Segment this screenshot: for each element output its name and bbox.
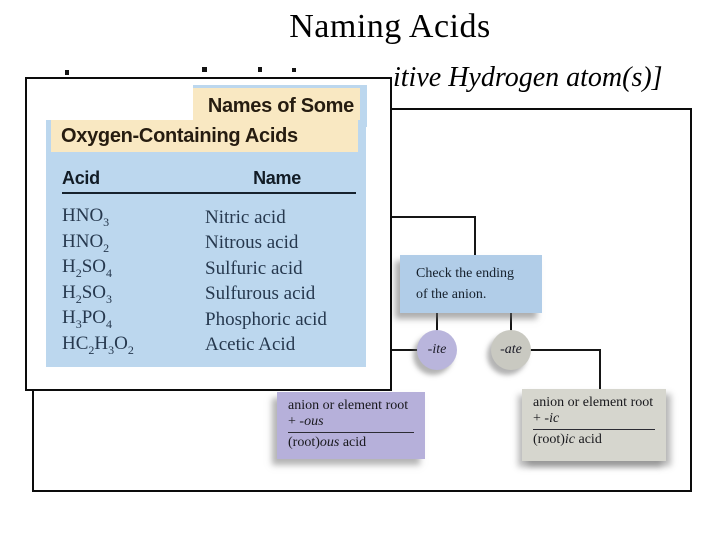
table-row: H2SO4 Sulfuric acid xyxy=(62,256,362,282)
acid-name: Acetic Acid xyxy=(205,334,296,356)
plus-sign: + xyxy=(288,414,300,429)
table-row: HNO3 Nitric acid xyxy=(62,205,362,231)
ous-result-suffix: acid xyxy=(339,435,367,450)
ous-root-line: anion or element root xyxy=(288,398,409,413)
ic-suffix: -ic xyxy=(544,411,560,426)
acid-formula: H2SO4 xyxy=(62,256,113,281)
check-ending-box: Check the ending of the anion. xyxy=(400,255,542,313)
column-header-acid: Acid xyxy=(62,168,100,188)
ous-plus-line: + -ous xyxy=(288,414,425,430)
table-row: HC2H3O2 Acetic Acid xyxy=(62,333,362,359)
ous-suffix: -ous xyxy=(299,414,324,429)
acid-formula: H2SO3 xyxy=(62,281,113,306)
acid-formula: HNO2 xyxy=(62,230,110,255)
acid-formula: HC2H3O2 xyxy=(62,332,134,357)
table-blue-panel xyxy=(46,120,366,367)
connector-ite-stub xyxy=(436,313,438,331)
ate-circle: -ate xyxy=(491,330,531,370)
table-row: H3PO4 Phosphoric acid xyxy=(62,307,362,333)
ic-result-italic: ic xyxy=(564,432,575,447)
slide-title: Naming Acids xyxy=(289,8,491,45)
plus-sign: + xyxy=(533,411,545,426)
check-ending-line1: Check the ending xyxy=(416,266,514,281)
table-title-top: Names of Some xyxy=(193,88,360,122)
acid-name: Sulfurous acid xyxy=(205,283,316,305)
acid-name: Phosphoric acid xyxy=(205,308,327,330)
text-fragment-mark xyxy=(258,67,262,72)
table-title-main: Oxygen-Containing Acids xyxy=(51,120,358,152)
ous-rule-box: anion or element root + -ous (root)ous a… xyxy=(277,392,425,459)
connector-ate-down xyxy=(599,349,601,390)
ic-rule-box: anion or element root + -ic (root)ic aci… xyxy=(522,389,666,461)
check-ending-line2: of the anion. xyxy=(416,287,487,302)
ic-result-line: (root)ic acid xyxy=(533,432,666,448)
ic-result-prefix: (root) xyxy=(533,432,565,447)
connector-ite-left xyxy=(391,349,419,351)
acid-table-figure: Names of Some Oxygen-Containing Acids Ac… xyxy=(25,77,392,391)
ic-root-line: anion or element root xyxy=(533,395,654,410)
text-fragment-mark xyxy=(292,68,296,72)
acid-name: Nitrous acid xyxy=(205,232,299,254)
table-row: H2SO3 Sulfurous acid xyxy=(62,282,362,308)
connector-top-horizontal xyxy=(391,216,476,218)
acid-name: Sulfuric acid xyxy=(205,257,303,279)
ous-result-italic: ous xyxy=(319,435,340,450)
connector-top-vertical xyxy=(474,216,476,256)
connector-ate-stub xyxy=(510,313,512,331)
connector-ate-right xyxy=(530,349,601,351)
ite-circle: -ite xyxy=(417,330,457,370)
ic-result-suffix: acid xyxy=(575,432,602,447)
text-fragment-mark xyxy=(202,67,207,72)
ous-result-prefix: (root) xyxy=(288,435,320,450)
ic-divider xyxy=(533,429,655,430)
ous-result-line: (root)ous acid xyxy=(288,435,425,451)
acid-formula: HNO3 xyxy=(62,205,110,230)
ic-plus-line: + -ic xyxy=(533,411,666,427)
column-header-name: Name xyxy=(253,168,301,188)
text-fragment-mark xyxy=(65,70,69,75)
table-header-rule xyxy=(62,192,356,194)
table-row: HNO2 Nitrous acid xyxy=(62,231,362,257)
ous-divider xyxy=(288,432,414,433)
bullet-text-fragment: itive Hydrogen atom(s)] xyxy=(393,62,663,93)
acid-formula: H3PO4 xyxy=(62,307,113,332)
acid-name: Nitric acid xyxy=(205,206,286,228)
